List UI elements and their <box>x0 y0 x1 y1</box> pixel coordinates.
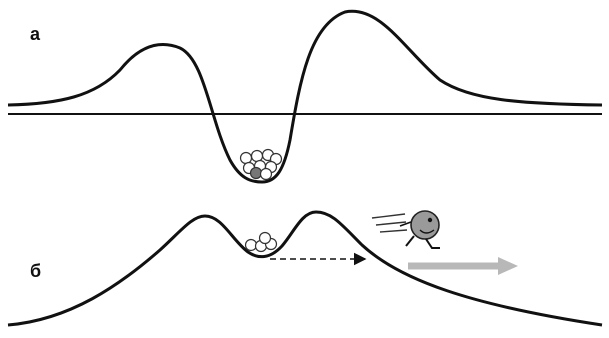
running-particle-icon <box>371 210 440 249</box>
panel-b-potential-curve <box>7 210 603 327</box>
panel-a-potential-curve <box>7 9 603 184</box>
panel-b-particle-cluster <box>244 231 278 253</box>
panel-a: а <box>7 9 603 184</box>
panel-a-label: а <box>30 24 41 44</box>
panel-b-label: б <box>30 261 41 281</box>
gray-arrow <box>408 257 518 275</box>
panel-b: б <box>7 210 603 327</box>
panel-a-particle-cluster <box>239 148 283 181</box>
